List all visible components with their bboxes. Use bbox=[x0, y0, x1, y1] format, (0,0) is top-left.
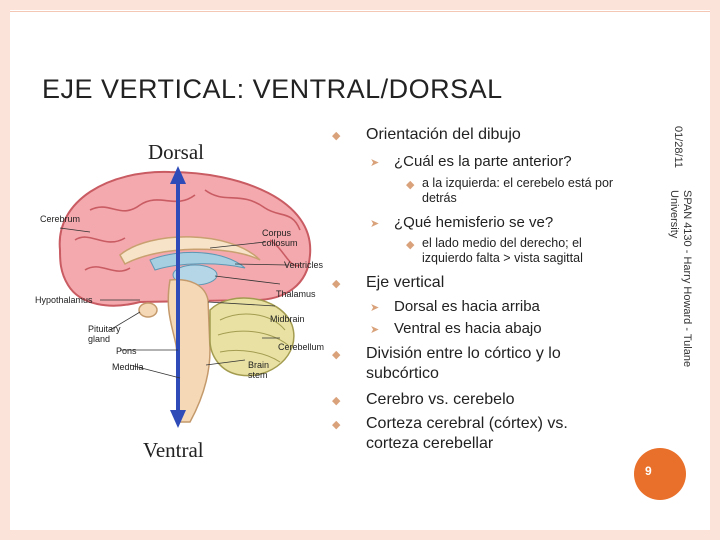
label-thalamus: Thalamus bbox=[276, 289, 316, 299]
bullet-anterior: ¿Cuál es la parte anterior? bbox=[394, 153, 572, 170]
label-cerebrum: Cerebrum bbox=[40, 214, 80, 224]
bullet-arrow-icon: ➤ bbox=[370, 302, 380, 314]
bullet-arrow-icon: ➤ bbox=[370, 218, 380, 230]
slide-footer: SPAN 4130 - Harry Howard - Tulane Univer… bbox=[668, 190, 693, 368]
bullet-small-icon: ◆ bbox=[406, 179, 415, 191]
bullet-hemisferio: ¿Qué hemisferio se ve? bbox=[394, 214, 554, 231]
bullet-small-icon: ◆ bbox=[406, 239, 415, 251]
bullet-corteza-2: corteza cerebellar bbox=[366, 435, 494, 452]
bullet-mark-icon: ◆ bbox=[332, 130, 341, 142]
label-cerebellum: Cerebellum bbox=[278, 342, 324, 352]
bullet-dorsal-arriba: Dorsal es hacia arriba bbox=[394, 298, 540, 315]
corpus-callosum-shape bbox=[119, 236, 261, 266]
bullet-arrow-icon: ➤ bbox=[370, 157, 380, 169]
dorsal-ventral-arrow bbox=[170, 166, 186, 428]
ventricle-shape bbox=[149, 252, 246, 271]
bullet-arrow-icon: ➤ bbox=[370, 324, 380, 336]
bullet-mark-icon: ◆ bbox=[332, 349, 341, 361]
label-ventricles: Ventricles bbox=[284, 260, 324, 270]
slide-title: EJE VERTICAL: VENTRAL/DORSAL bbox=[42, 74, 503, 104]
top-rule bbox=[10, 11, 710, 12]
cerebellum-shape bbox=[209, 297, 295, 377]
bullet-ventral-abajo: Ventral es hacia abajo bbox=[394, 320, 542, 337]
label-medulla: Medulla bbox=[112, 362, 144, 372]
label-pituitary-2: gland bbox=[88, 334, 110, 344]
label-pons: Pons bbox=[116, 346, 137, 356]
page-number-badge: 9 bbox=[634, 448, 686, 500]
bullet-eje-vertical: Eje vertical bbox=[366, 274, 445, 291]
label-midbrain: Midbrain bbox=[270, 314, 305, 324]
pituitary-shape bbox=[138, 302, 158, 318]
label-callosum: collosum bbox=[262, 238, 298, 248]
dorsal-label: Dorsal bbox=[148, 140, 204, 164]
page-number: 9 bbox=[645, 464, 652, 478]
brain-diagram: Cerebrum Corpus collosum Ventricles Thal… bbox=[35, 166, 324, 428]
label-stem: stem bbox=[248, 370, 268, 380]
bullet-division-2: subcórtico bbox=[366, 365, 439, 382]
bullet-mark-icon: ◆ bbox=[332, 395, 341, 407]
label-hypothalamus: Hypothalamus bbox=[35, 295, 93, 305]
bullet-division-1: División entre lo córtico y lo bbox=[366, 345, 561, 362]
slide-date: 01/28/11 bbox=[672, 126, 684, 169]
bullet-mark-icon: ◆ bbox=[332, 419, 341, 431]
bullet-corteza-1: Corteza cerebral (córtex) vs. bbox=[366, 415, 568, 432]
bullet-mark-icon: ◆ bbox=[332, 278, 341, 290]
bullet-hemisferio-answer: el lado medio del derecho; el izquierdo … bbox=[422, 236, 583, 265]
label-corpus: Corpus bbox=[262, 228, 292, 238]
bullet-cerebro: Cerebro vs. cerebelo bbox=[366, 391, 515, 408]
bullet-orientacion: Orientación del dibujo bbox=[366, 126, 521, 143]
brainstem-shape bbox=[167, 278, 211, 423]
ventral-label: Ventral bbox=[143, 438, 204, 462]
label-pituitary-1: Pituitary bbox=[88, 324, 121, 334]
bullet-anterior-answer: a la izquierda: el cerebelo está por det… bbox=[422, 176, 614, 205]
label-brain: Brain bbox=[248, 360, 269, 370]
